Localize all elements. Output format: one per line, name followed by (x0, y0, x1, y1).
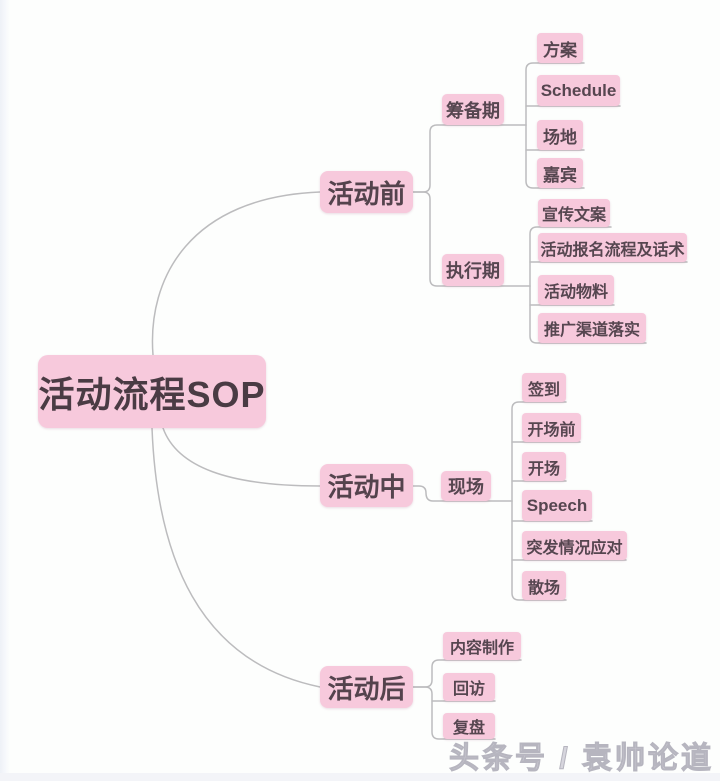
node-before-event[interactable]: 活动前 (320, 171, 413, 213)
node-emergency-response[interactable]: 突发情况应对 (522, 531, 627, 560)
node-onsite[interactable]: 现场 (441, 471, 491, 501)
node-after-event[interactable]: 活动后 (320, 666, 413, 708)
node-guests[interactable]: 嘉宾 (537, 158, 583, 188)
node-root[interactable]: 活动流程SOP (38, 355, 266, 428)
node-checkin[interactable]: 签到 (522, 373, 566, 402)
node-pre-opening[interactable]: 开场前 (522, 413, 581, 442)
node-exec-phase[interactable]: 执行期 (442, 254, 504, 286)
node-venue[interactable]: 场地 (537, 120, 583, 150)
node-content-production[interactable]: 内容制作 (443, 632, 521, 660)
node-promo-channels[interactable]: 推广渠道落实 (538, 313, 646, 343)
watermark-text: 头条号 / 袁帅论道 (448, 742, 714, 776)
node-speech[interactable]: Speech (522, 490, 592, 521)
node-review[interactable]: 复盘 (443, 713, 495, 739)
node-prep-phase[interactable]: 筹备期 (442, 94, 504, 125)
node-during-event[interactable]: 活动中 (320, 464, 413, 507)
node-event-materials[interactable]: 活动物料 (538, 275, 614, 305)
node-closing[interactable]: 散场 (522, 571, 566, 600)
bottom-edge-shade (0, 773, 720, 781)
node-signup-flow-script[interactable]: 活动报名流程及话术 (538, 233, 687, 262)
node-opening[interactable]: 开场 (522, 452, 566, 481)
node-follow-up[interactable]: 回访 (443, 673, 495, 701)
left-edge-shade (0, 0, 10, 781)
node-plan[interactable]: 方案 (537, 33, 583, 63)
node-promo-copy[interactable]: 宣传文案 (538, 199, 610, 227)
node-schedule[interactable]: Schedule (537, 75, 620, 106)
